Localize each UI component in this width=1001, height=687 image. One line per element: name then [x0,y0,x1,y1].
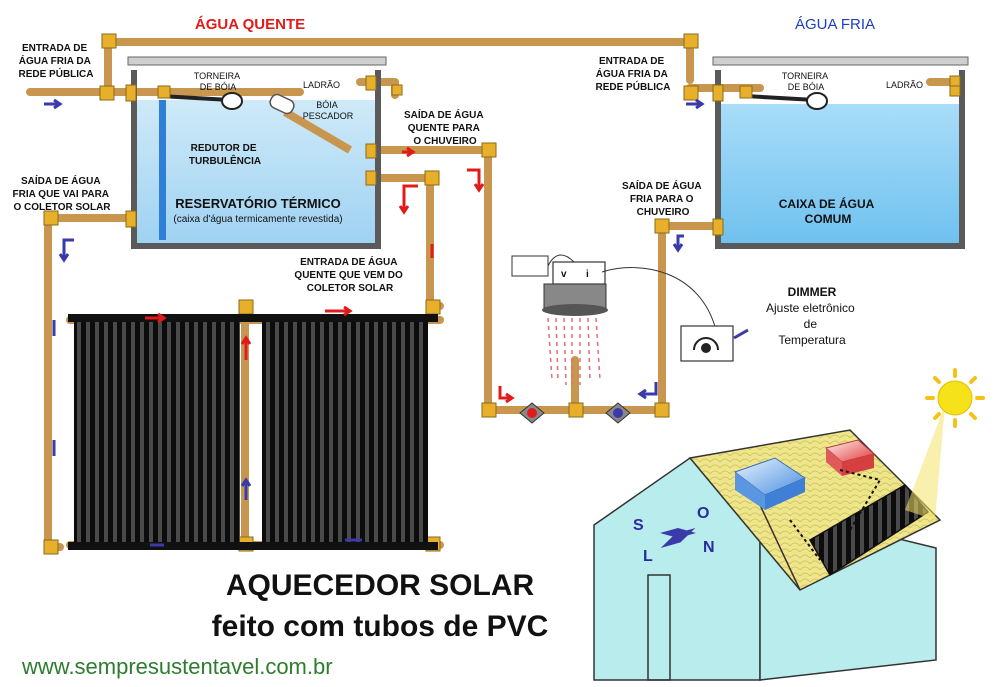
label-switch-i: i [586,269,589,280]
label-saida-fria-coletor: SAÍDA DE ÁGUA FRIA QUE VAI PARA O COLETO… [13,174,112,213]
title-line-1: AQUECEDOR SOLAR [226,569,535,602]
turbulence-reducer-tube [159,100,166,240]
float-ball-left [221,92,243,110]
label-ladrao-left: LADRÃO [303,80,340,90]
house-door [647,574,671,681]
label-entrada-left: ENTRADA DE ÁGUA FRIA DA REDE PÚBLICA [18,43,93,80]
house [593,429,942,681]
label-switch-v: v [561,269,567,280]
label-caixa-comum: CAIXA DE ÁGUA COMUM [779,196,877,226]
float-ball-right [806,92,828,110]
solar-collector [68,314,438,550]
compass-s: S [633,517,644,534]
label-saida-fria-chuveiro: SAÍDA DE ÁGUA FRIA PARA O CHUVEIRO [622,179,704,218]
sun-icon [905,368,985,520]
label-entrada-right: ENTRADA DE ÁGUA FRIA DA REDE PÚBLICA [595,56,670,93]
website-link[interactable]: www.sempresustentavel.com.br [21,654,333,679]
flow-arrows [44,98,749,547]
label-reservatorio: RESERVATÓRIO TÉRMICO [175,196,340,211]
cold-water-header: ÁGUA FRIA [795,16,875,33]
label-dimmer-sub: Ajuste eletrônico de Temperatura [766,301,858,347]
compass-n: N [703,539,715,556]
title-line-2: feito com tubos de PVC [212,610,549,643]
label-dimmer: DIMMER [788,285,837,299]
fisherman-float [269,93,295,115]
label-torneira-left: TORNEIRA DE BÓIA [194,71,242,92]
shower-assembly [511,254,734,424]
label-boia-pescador: BÓIA PESCADOR [303,100,354,121]
hot-water-header: ÁGUA QUENTE [195,16,305,33]
thermal-reservoir [127,56,387,249]
label-ladrao-right: LADRÃO [886,80,923,90]
label-torneira-right: TORNEIRA DE BÓIA [782,71,830,92]
compass-l: L [643,548,653,565]
compass-o: O [697,505,709,522]
common-water-box [712,56,969,249]
compass-icon: S O L N [633,505,715,565]
label-entrada-quente-coletor: ENTRADA DE ÁGUA QUENTE QUE VEM DO COLETO… [294,255,405,294]
label-reservatorio-sub: (caixa d'água termicamente revestida) [173,214,342,225]
label-saida-quente: SAÍDA DE ÁGUA QUENTE PARA O CHUVEIRO [404,108,486,147]
label-redutor: REDUTOR DE TURBULÊNCIA [189,143,261,167]
